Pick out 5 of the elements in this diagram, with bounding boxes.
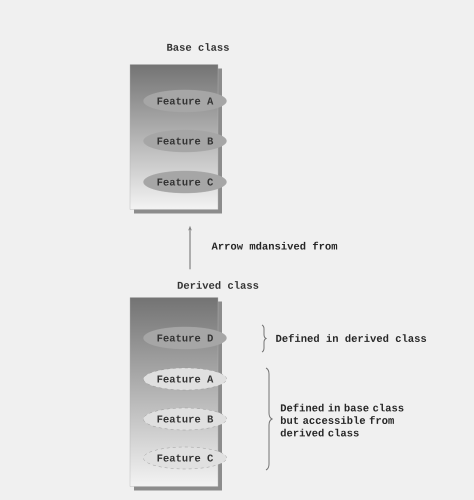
edge-label: Arrow mdansived from [212,242,338,250]
node-label: Base class [167,43,229,51]
note-text: Defined in derived class [276,334,426,342]
note-text: Defined in base class but accessible from derived class [280,404,404,436]
node-label: Derived class [178,281,258,289]
